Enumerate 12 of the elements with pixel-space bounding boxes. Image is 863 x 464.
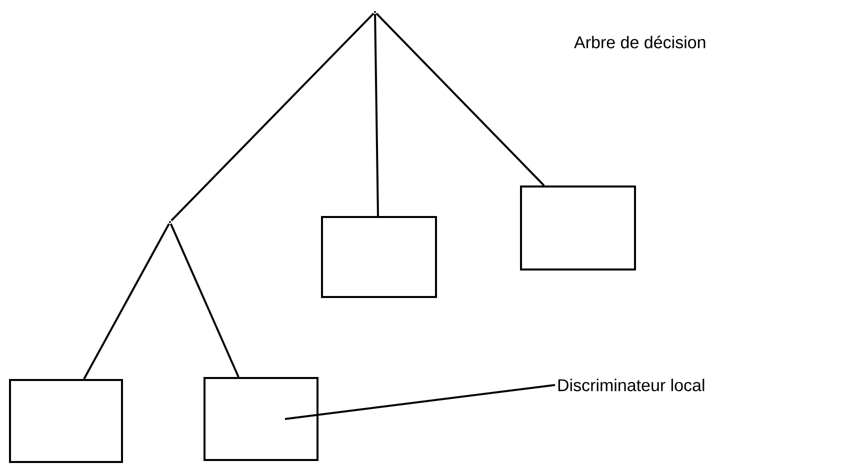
branch-line [170, 12, 374, 222]
leader-line [284, 384, 556, 420]
leaf-box [520, 186, 636, 270]
branch-line [374, 14, 379, 216]
branch-line [170, 223, 240, 378]
leaf-box [204, 377, 318, 461]
branch-line [376, 12, 545, 186]
title: Arbre de décision [574, 36, 706, 48]
leaf-box [321, 216, 437, 298]
leaf-box [9, 379, 123, 463]
node-label: Discriminateur local [558, 378, 704, 392]
branch-line [83, 223, 170, 380]
